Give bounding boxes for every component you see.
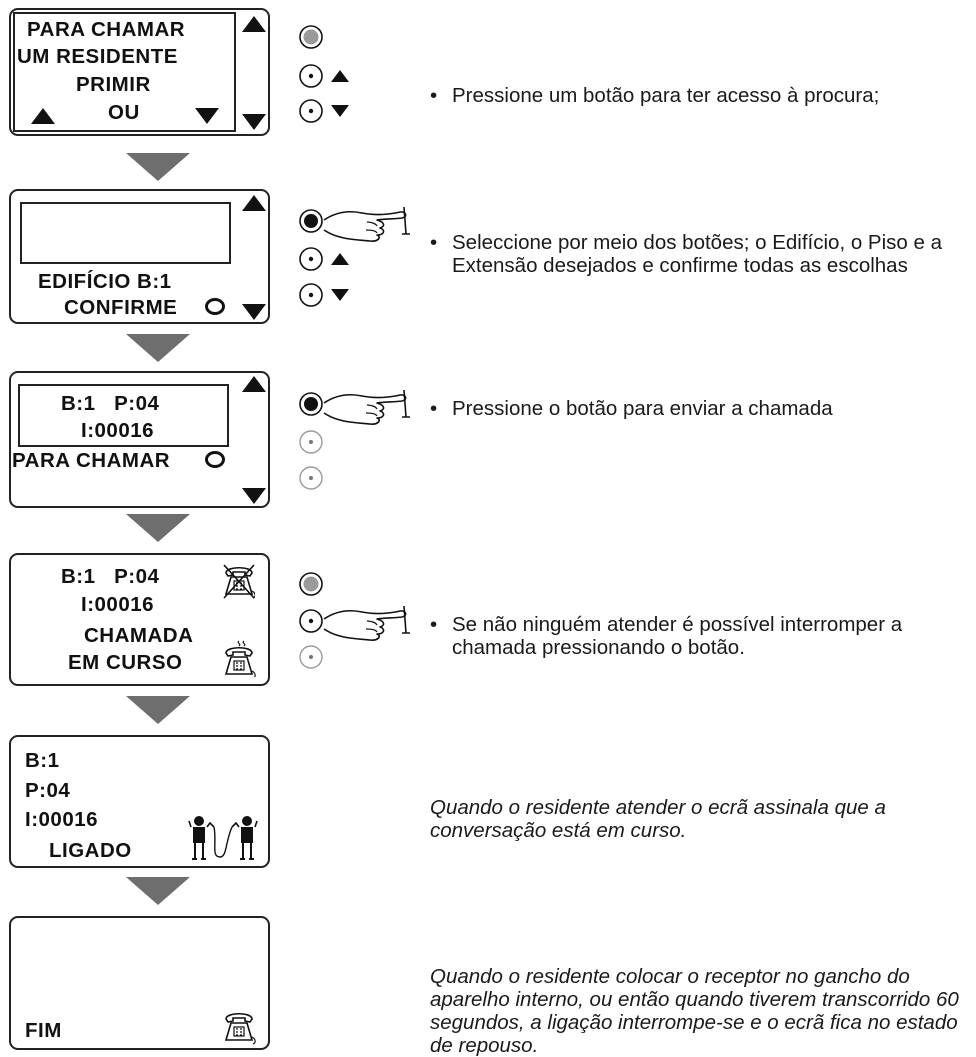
step-description: • Pressione um botão para ter acesso à p… (430, 84, 970, 107)
up-button[interactable] (298, 608, 324, 634)
two-people-icon (188, 816, 258, 860)
telephone-icon (225, 1012, 256, 1045)
lcd-display-step-5: B:1 P:04 I:00016 LIGADO (9, 735, 270, 868)
up-triangle-icon (331, 253, 349, 265)
ring-icon (205, 298, 225, 315)
lcd-screen (18, 384, 229, 447)
flow-arrow (126, 696, 190, 724)
up-triangle-icon (242, 16, 266, 32)
down-button[interactable] (298, 282, 324, 308)
menu-button[interactable] (298, 24, 324, 50)
up-button[interactable] (298, 246, 324, 272)
lcd-line: PRIMIR (76, 73, 151, 96)
button-column-step-4 (298, 571, 428, 671)
button-column-step-3 (298, 389, 428, 491)
lcd-line: PARA CHAMAR (12, 449, 171, 472)
pointing-hand-icon (323, 389, 411, 425)
down-triangle-icon (331, 105, 349, 117)
menu-button[interactable] (298, 391, 324, 417)
up-triangle-icon (331, 70, 349, 82)
lcd-line: B:1 (25, 749, 60, 772)
step-description: • Seleccione por meio dos botões; o Edif… (430, 231, 950, 277)
lcd-line: CHAMADA (84, 624, 194, 647)
step-description: • Pressione o botão para enviar a chamad… (430, 397, 950, 420)
lcd-display-step-4: B:1 P:04 I:00016 CHAMADA EM CURSO (9, 553, 270, 686)
lcd-display-step-6: FIM (9, 916, 270, 1050)
description-text: Pressione um botão para ter acesso à pro… (452, 84, 880, 107)
up-triangle-icon (31, 108, 55, 124)
pointing-hand-icon (323, 206, 411, 242)
up-button[interactable] (298, 63, 324, 89)
down-triangle-icon (195, 108, 219, 124)
ring-icon (205, 451, 225, 468)
lcd-screen (13, 12, 236, 132)
button-column-step-1 (298, 24, 368, 124)
description-text: Quando o residente atender o ecrã assina… (430, 796, 886, 842)
down-triangle-icon (242, 114, 266, 130)
crossed-telephone-icon (223, 564, 255, 599)
flow-arrow (126, 514, 190, 542)
bullet: • (430, 613, 438, 636)
step-description: • Se não ninguém atender é possível inte… (430, 613, 972, 659)
bullet: • (430, 84, 438, 107)
lcd-line: OU (108, 101, 140, 124)
flow-arrow (126, 153, 190, 181)
step-description: Quando o residente colocar o receptor no… (430, 965, 975, 1057)
description-text: Quando o residente colocar o receptor no… (430, 965, 959, 1057)
lcd-display-step-1: PARA CHAMAR UM RESIDENTE PRIMIR OU (9, 8, 270, 136)
lcd-line: FIM (25, 1019, 62, 1042)
flow-arrow (126, 334, 190, 362)
down-triangle-icon (242, 488, 266, 504)
lcd-line: LIGADO (49, 839, 132, 862)
lcd-line: P:04 (25, 779, 71, 802)
down-button[interactable] (298, 644, 324, 670)
down-triangle-icon (331, 289, 349, 301)
down-triangle-icon (242, 304, 266, 320)
flow-arrow (126, 877, 190, 905)
lcd-display-step-3: B:1 P:04 I:00016 PARA CHAMAR (9, 371, 270, 508)
up-triangle-icon (242, 195, 266, 211)
lcd-display-step-2: EDIFÍCIO B:1 CONFIRME (9, 189, 270, 324)
button-column-step-2 (298, 206, 428, 308)
down-button[interactable] (298, 98, 324, 124)
up-triangle-icon (242, 376, 266, 392)
up-button[interactable] (298, 429, 324, 455)
step-description: Quando o residente atender o ecrã assina… (430, 796, 975, 842)
down-button[interactable] (298, 465, 324, 491)
description-text: Seleccione por meio dos botões; o Edifíc… (452, 231, 943, 277)
lcd-line: PARA CHAMAR (27, 18, 186, 41)
lcd-line: B:1 P:04 (61, 565, 160, 588)
lcd-line: I:00016 (81, 593, 155, 616)
lcd-line: I:00016 (25, 808, 99, 831)
description-text: Se não ninguém atender é possível interr… (452, 613, 903, 659)
lcd-line: CONFIRME (64, 296, 178, 319)
menu-button[interactable] (298, 571, 324, 597)
lcd-line: EDIFÍCIO B:1 (38, 270, 172, 293)
lcd-line: B:1 P:04 (61, 392, 160, 415)
description-text: Pressione o botão para enviar a chamada (452, 397, 833, 420)
lcd-line: EM CURSO (68, 651, 183, 674)
lcd-line: UM RESIDENTE (17, 45, 178, 68)
bullet: • (430, 397, 438, 420)
pointing-hand-icon (323, 605, 411, 641)
lcd-line: I:00016 (81, 419, 155, 442)
lcd-screen (20, 202, 231, 264)
menu-button[interactable] (298, 208, 324, 234)
telephone-icon (225, 640, 256, 677)
bullet: • (430, 231, 438, 254)
